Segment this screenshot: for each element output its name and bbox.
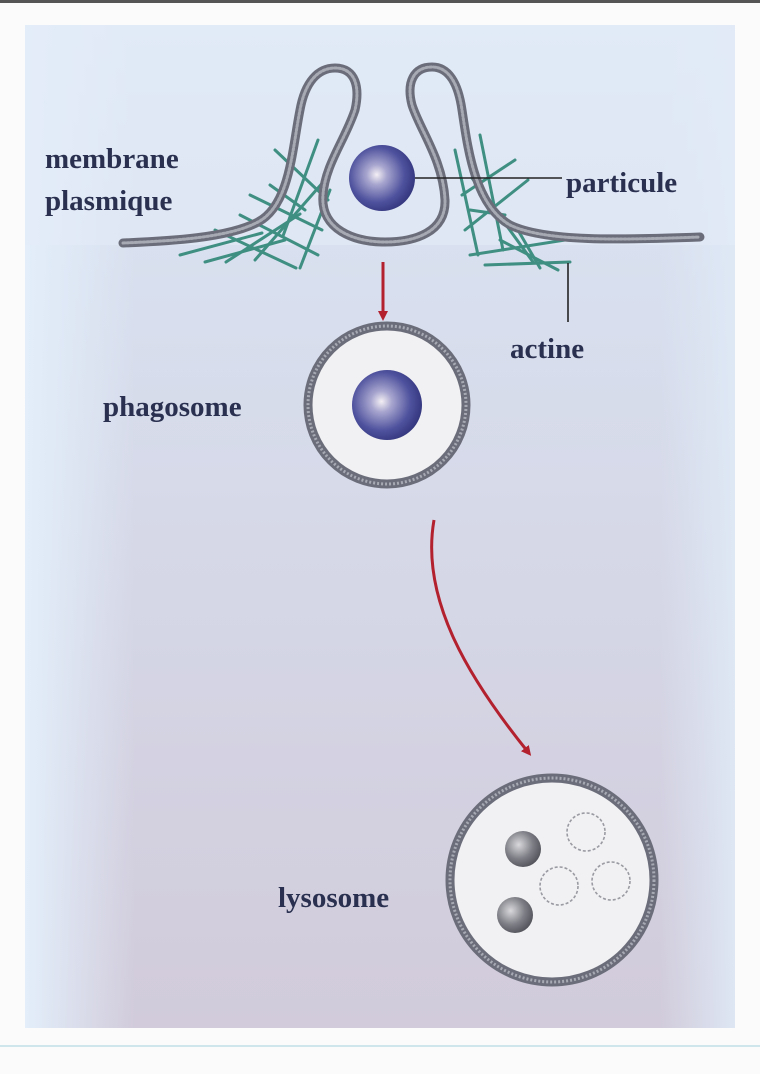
plasma-membrane-highlight: [121, 65, 702, 245]
particle-in-membrane: [349, 145, 415, 211]
phagosome-vesicle: [303, 321, 471, 489]
label-particle: particule: [566, 167, 677, 199]
label-lysosome: lysosome: [278, 882, 389, 914]
lysosome-vesicle: [445, 773, 659, 987]
bottom-border: [0, 1045, 760, 1047]
empty-vesicle: [539, 866, 579, 906]
top-border: [0, 0, 760, 3]
label-membrane-line1: membrane: [45, 143, 179, 175]
actin-filaments-left: [178, 138, 332, 270]
label-actin: actine: [510, 333, 584, 365]
label-phagosome: phagosome: [103, 391, 242, 423]
arrow-to-lysosome: [430, 519, 532, 756]
digested-particle: [497, 897, 533, 933]
label-membrane-line2: plasmique: [45, 185, 172, 217]
empty-vesicle: [591, 861, 631, 901]
particle-in-phagosome: [352, 370, 422, 440]
empty-vesicle: [566, 812, 606, 852]
digested-particle: [505, 831, 541, 867]
